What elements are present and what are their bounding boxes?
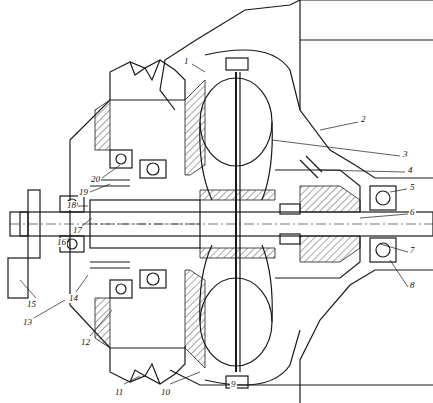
- callout-number: 17: [72, 226, 83, 235]
- callout-number: 6: [409, 208, 416, 217]
- callout-number: 9: [230, 380, 237, 389]
- callout-number: 12: [80, 338, 91, 347]
- callout-number: 3: [402, 150, 409, 159]
- callout-number: 7: [409, 246, 416, 255]
- callout-number: 19: [78, 188, 89, 197]
- callout-number: 13: [22, 318, 33, 327]
- callout-number: 10: [160, 388, 171, 397]
- callout-number: 1: [183, 57, 190, 66]
- callout-number: 4: [407, 166, 414, 175]
- callout-number: 2: [360, 115, 367, 124]
- callout-number: 8: [409, 281, 416, 290]
- callout-number: 15: [26, 300, 37, 309]
- callout-number: 16: [56, 238, 67, 247]
- callout-number: 14: [68, 294, 79, 303]
- callout-number: 11: [114, 388, 124, 397]
- callout-number: 18: [66, 201, 77, 210]
- callout-number: 20: [90, 175, 101, 184]
- callout-number: 5: [409, 183, 416, 192]
